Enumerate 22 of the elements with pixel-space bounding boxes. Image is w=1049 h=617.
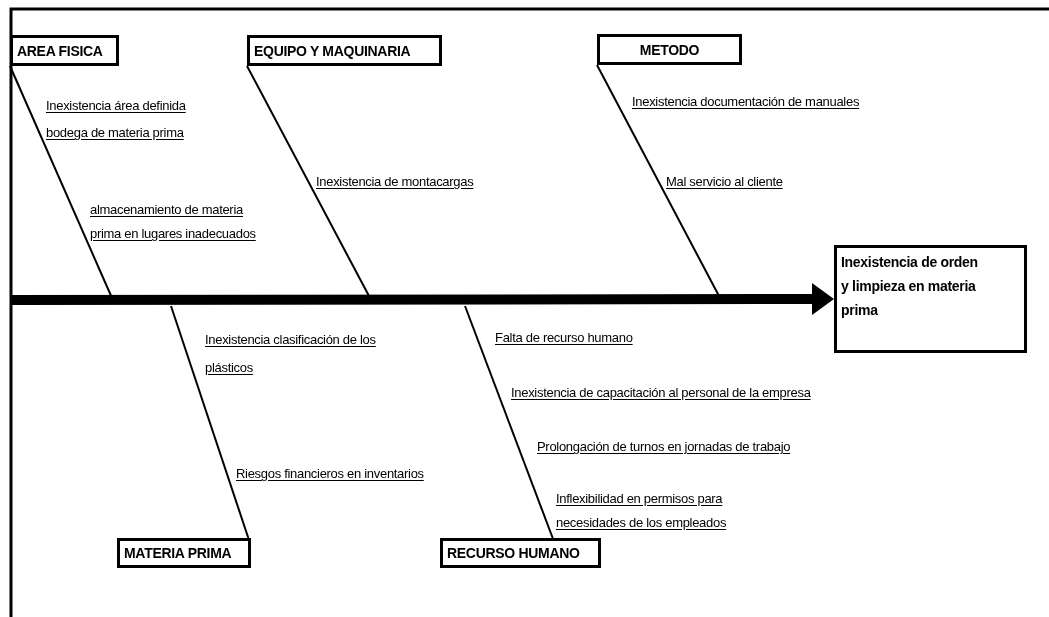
cause-text: Inexistencia de capacitación al personal de la empresa [511, 383, 911, 403]
cause-text: Inexistencia de montacargas [316, 172, 536, 192]
cause-text: Falta de recurso humano [495, 328, 695, 348]
spine-arrow [10, 283, 834, 316]
category-box: AREA FISICA [10, 35, 119, 66]
cause-text: Prolongación de turnos en jornadas de trabajo [537, 437, 877, 457]
cause-text: Inexistencia área definida bodega de materia prima [46, 92, 226, 146]
cause-text: Inexistencia clasificación de los plásticos [205, 326, 395, 382]
category-box: MATERIA PRIMA [117, 538, 251, 568]
category-box: METODO [597, 34, 742, 65]
bone-line [596, 64, 720, 297]
cause-text: Riesgos financieros en inventarios [236, 464, 486, 484]
cause-text: Inexistencia documentación de manuales [632, 92, 932, 112]
bone-line [170, 305, 250, 539]
effect-box: Inexistencia de orden y limpieza en materia prima [834, 245, 1027, 353]
cause-text: Mal servicio al cliente [666, 172, 866, 192]
bone-line [464, 305, 554, 539]
bone-line [246, 65, 370, 297]
cause-text: almacenamiento de materia prima en lugares inadecuados [90, 198, 275, 246]
category-box: EQUIPO Y MAQUINARIA [247, 35, 442, 66]
cause-text: Inflexibilidad en permisos para necesidades de los empleados [556, 487, 781, 535]
category-box: RECURSO HUMANO [440, 538, 601, 568]
